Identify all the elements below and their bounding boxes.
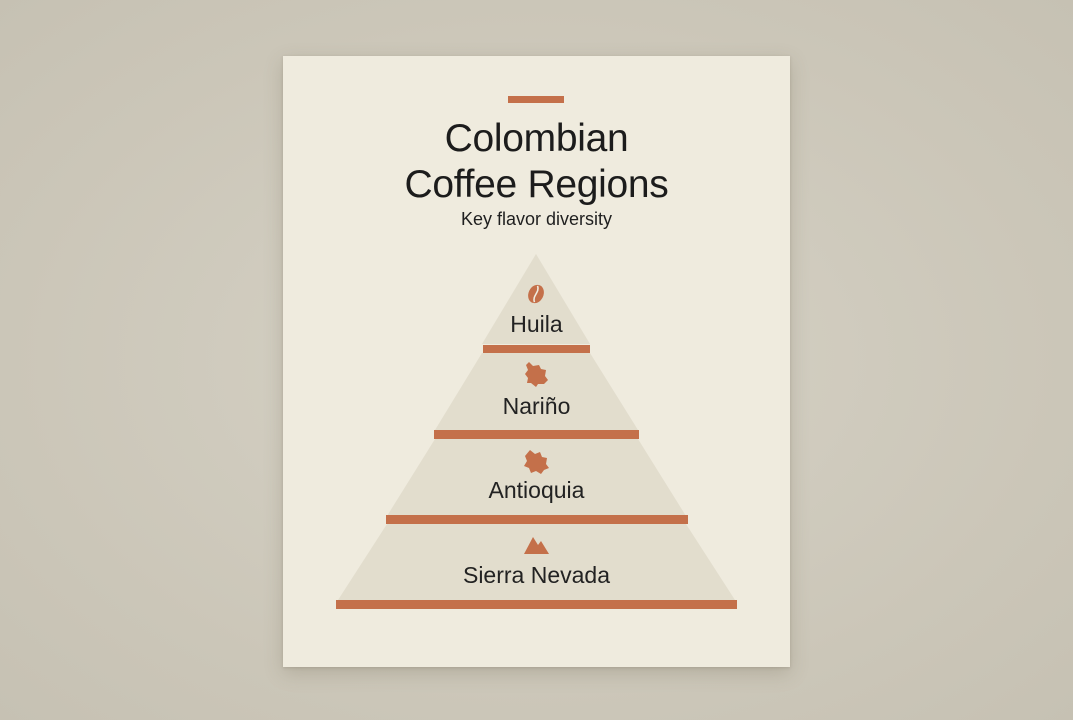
poster-title: Colombian Coffee Regions	[283, 116, 790, 208]
tier-label-huila: Huila	[510, 311, 563, 337]
tier-base-bar	[336, 600, 737, 609]
tier-shape	[387, 439, 686, 516]
mountain-icon	[524, 537, 549, 554]
region-map-icon	[524, 450, 549, 474]
poster-subtitle: Key flavor diversity	[460, 209, 613, 229]
region-map-icon	[525, 362, 548, 387]
tier-label-sierra-nevada: Sierra Nevada	[462, 562, 611, 588]
tier-shape	[435, 353, 638, 430]
pyramid-tier-narino	[434, 353, 639, 439]
pyramid-tier-antioquia	[386, 439, 688, 524]
poster-card: Colombian Coffee Regions Key flavor dive…	[283, 56, 790, 667]
tier-base-bar	[386, 515, 688, 524]
title-line-2: Coffee Regions	[404, 163, 669, 206]
tier-label-antioquia: Antioquia	[488, 477, 585, 503]
pyramid-tier-huila	[482, 254, 590, 353]
tier-base-bar	[434, 430, 639, 439]
pyramid-tier-sierra-nevada	[336, 524, 737, 609]
tier-label-narino: Nariño	[502, 393, 571, 419]
title-line-1: Colombian	[444, 117, 629, 160]
tier-shape	[338, 524, 735, 600]
tier-base-bar	[483, 345, 590, 353]
pyramid-diagram	[336, 254, 737, 609]
top-accent-bar	[508, 96, 564, 103]
coffee-bean-icon	[528, 284, 544, 304]
